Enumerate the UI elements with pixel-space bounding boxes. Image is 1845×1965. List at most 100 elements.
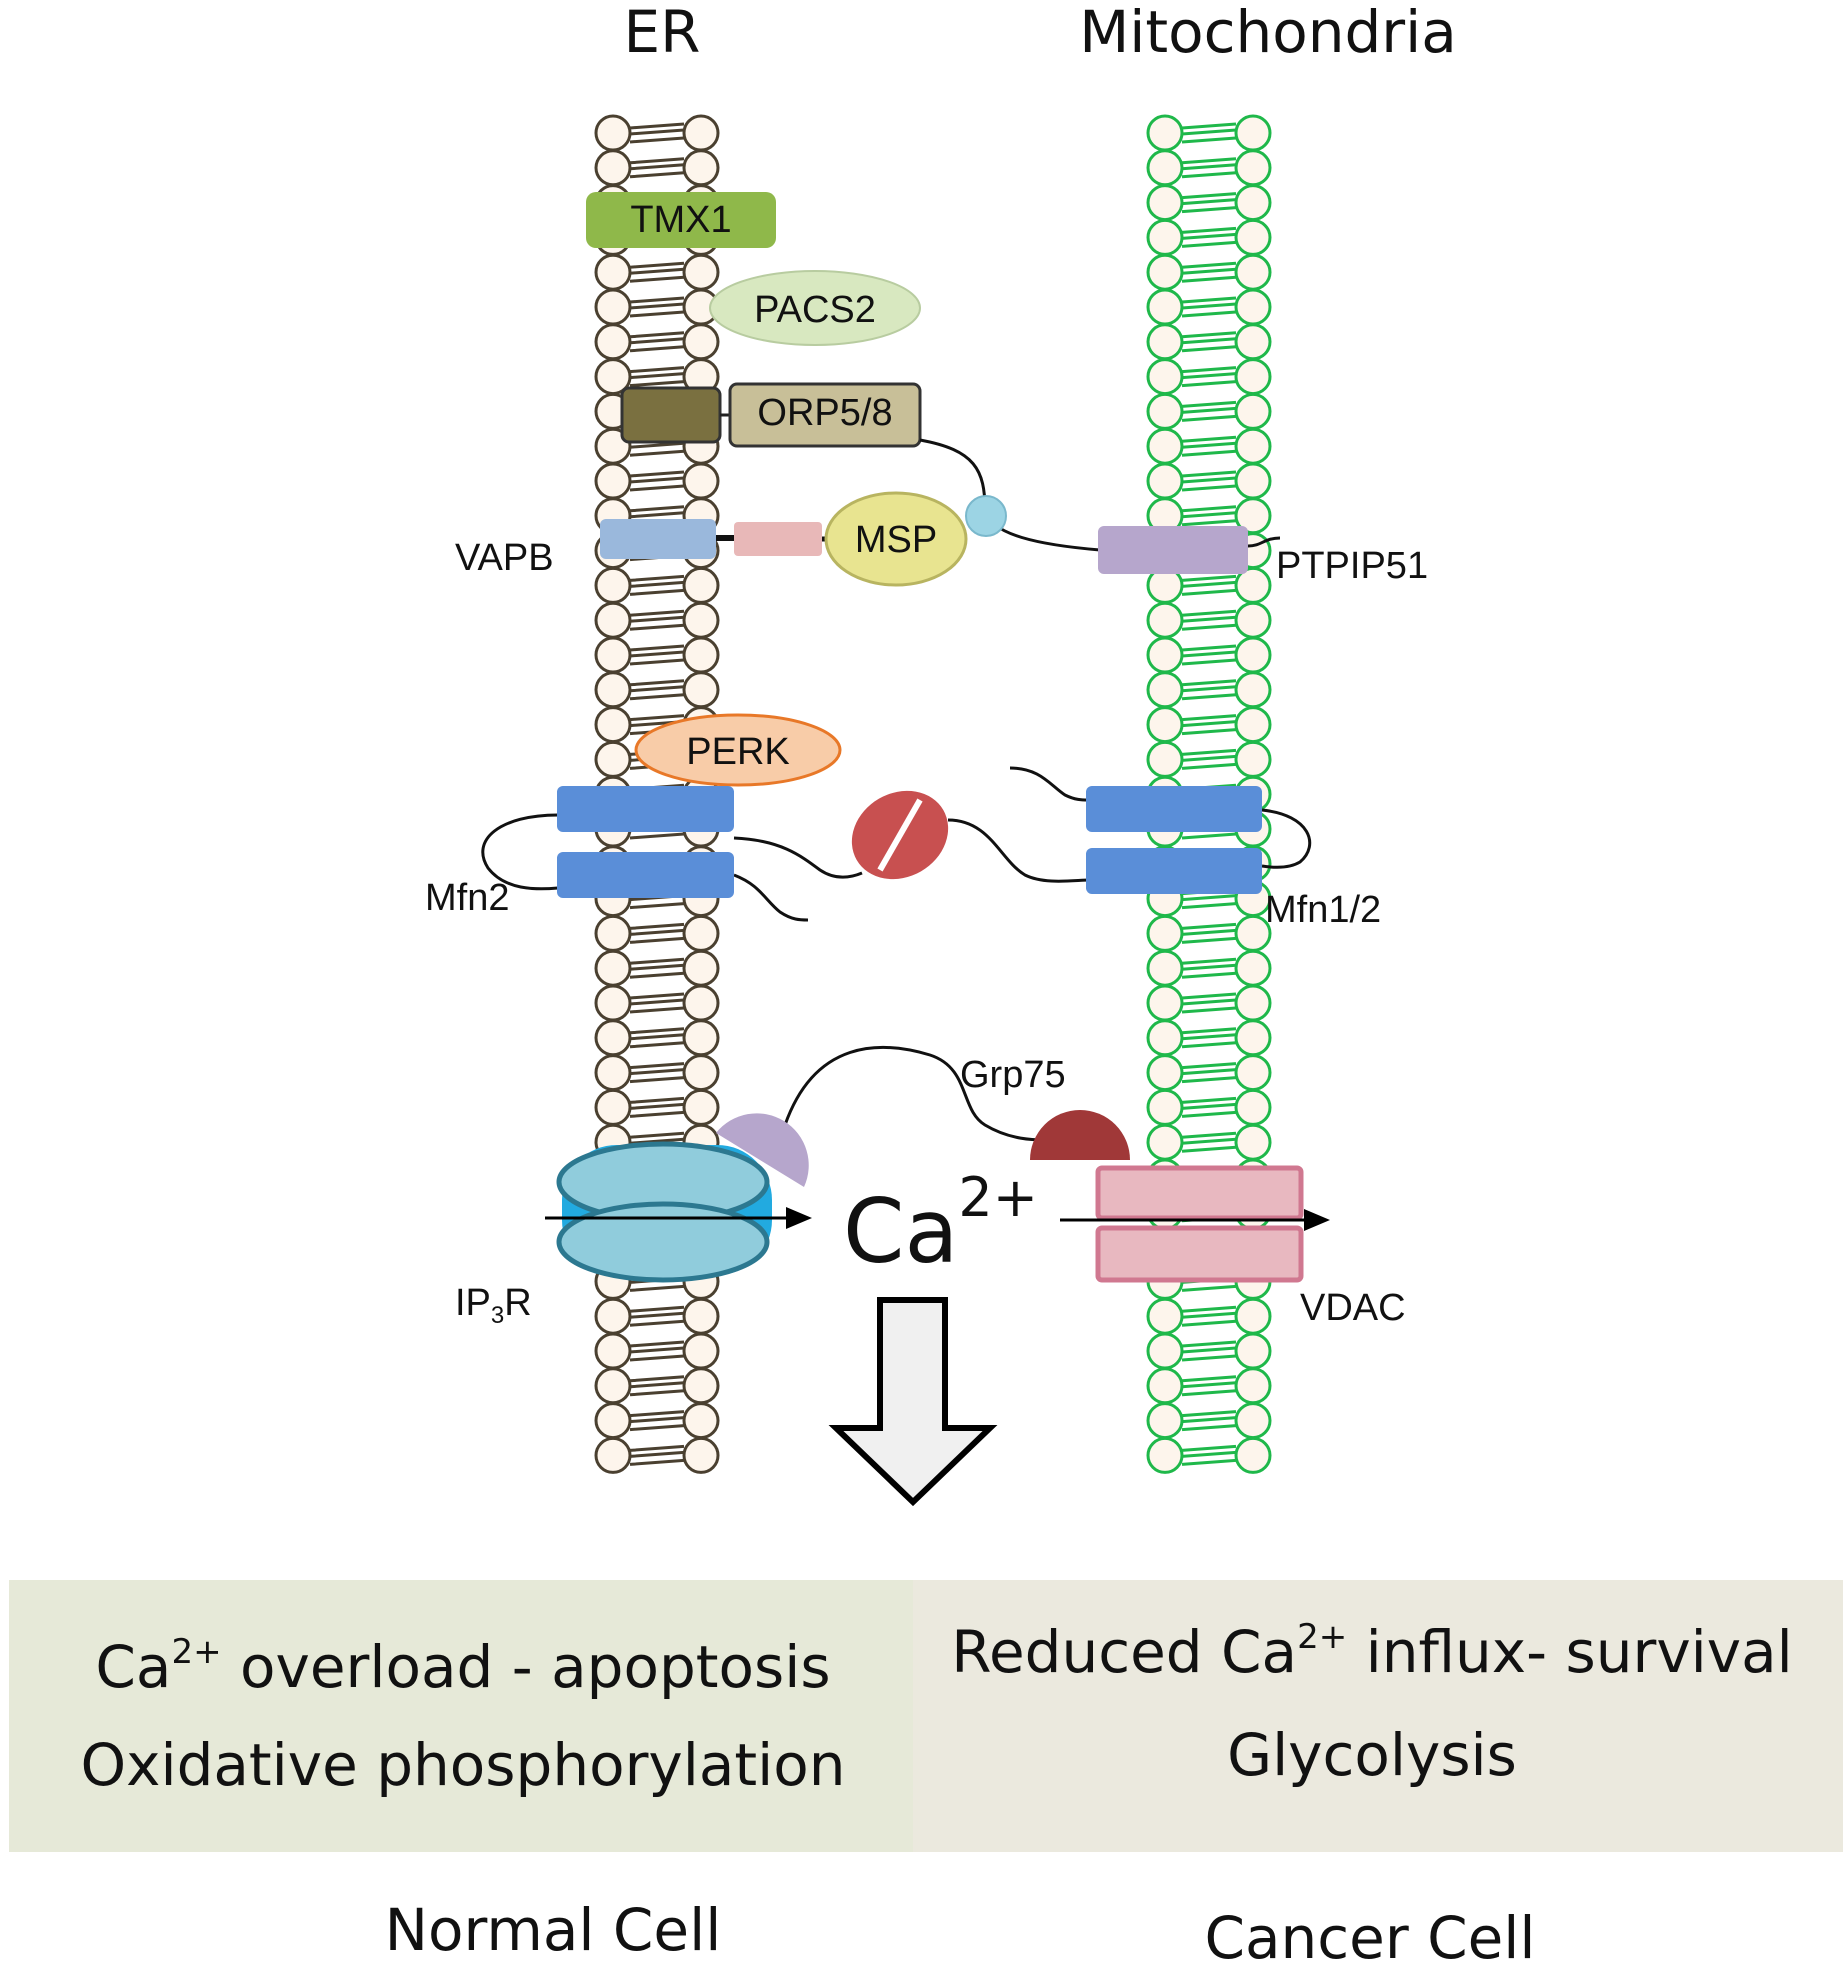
lipid-head bbox=[682, 601, 720, 639]
lipid-head bbox=[594, 114, 632, 152]
lipid-head bbox=[1146, 706, 1184, 744]
lipid-head bbox=[682, 462, 720, 500]
lipid-tails bbox=[629, 470, 685, 492]
lipid-tails bbox=[629, 296, 685, 318]
lipid-head bbox=[1234, 636, 1272, 674]
lipid-tails bbox=[629, 122, 685, 144]
lipid-head bbox=[1234, 671, 1272, 709]
lipid-head bbox=[1146, 636, 1184, 674]
lipid-tails bbox=[1181, 122, 1237, 144]
lipid-head bbox=[594, 253, 632, 291]
lipid-tails bbox=[1181, 1096, 1237, 1118]
lipid-head bbox=[682, 1402, 720, 1440]
lipid-head bbox=[1146, 1054, 1184, 1092]
lipid-head bbox=[1146, 323, 1184, 361]
lipid-head bbox=[682, 253, 720, 291]
msp-label: MSP bbox=[855, 519, 937, 561]
lipid-tails bbox=[629, 922, 685, 944]
lipid-tails bbox=[629, 1340, 685, 1362]
lipid-head bbox=[1234, 949, 1272, 987]
lipid-tails bbox=[1181, 157, 1237, 179]
lipid-tails bbox=[1181, 400, 1237, 422]
lipid-head bbox=[1234, 706, 1272, 744]
lipid-head bbox=[594, 740, 632, 778]
tmx1-protein: TMX1 bbox=[586, 192, 776, 248]
lipid-head bbox=[1146, 253, 1184, 291]
lipid-tails bbox=[1181, 714, 1237, 736]
lipid-head bbox=[1234, 427, 1272, 465]
lipid-tails bbox=[1181, 957, 1237, 979]
lipid-tails bbox=[629, 644, 685, 666]
lipid-head bbox=[594, 462, 632, 500]
lipid-head bbox=[1146, 218, 1184, 256]
grp75-right-half bbox=[1030, 1110, 1130, 1160]
lipid-head bbox=[1234, 1019, 1272, 1057]
lipid-head bbox=[1234, 740, 1272, 778]
cancer-cell-label: Cancer Cell bbox=[1204, 1904, 1535, 1965]
lipid-head bbox=[1146, 914, 1184, 952]
mfn2-protein bbox=[481, 786, 863, 922]
lipid-head bbox=[1234, 462, 1272, 500]
lipid-head bbox=[682, 1367, 720, 1405]
lipid-head bbox=[594, 601, 632, 639]
lipid-head bbox=[1146, 1436, 1184, 1474]
lipid-head bbox=[1234, 601, 1272, 639]
lipid-tails bbox=[629, 366, 685, 388]
orp5-8-label: ORP5/8 bbox=[757, 392, 892, 434]
lipid-head bbox=[594, 1402, 632, 1440]
ip3r-label: IP3R bbox=[455, 1282, 532, 1329]
lipid-head bbox=[1234, 1297, 1272, 1335]
grp75-tether bbox=[783, 1046, 1046, 1142]
lipid-tails bbox=[1181, 748, 1237, 770]
lipid-head bbox=[1146, 671, 1184, 709]
ip3r-channel bbox=[556, 1141, 772, 1283]
lipid-tails bbox=[1181, 679, 1237, 701]
cancer-cell-outcome-panel bbox=[913, 1580, 1843, 1852]
lipid-head bbox=[594, 1436, 632, 1474]
lipid-head bbox=[1146, 427, 1184, 465]
lipid-head bbox=[1234, 218, 1272, 256]
vdac-channel bbox=[1095, 1165, 1304, 1283]
normal-outcome-line1: Ca2+ overload - apoptosis bbox=[95, 1632, 830, 1701]
lipid-head bbox=[1146, 184, 1184, 222]
lipid-head bbox=[594, 288, 632, 326]
lipid-head bbox=[1234, 184, 1272, 222]
lipid-head bbox=[1146, 949, 1184, 987]
lipid-head bbox=[682, 1436, 720, 1474]
lipid-head bbox=[1146, 462, 1184, 500]
mfn1-2-protein bbox=[1009, 766, 1312, 894]
lipid-tails bbox=[629, 957, 685, 979]
lipid-head bbox=[1146, 114, 1184, 152]
lipid-head bbox=[1146, 288, 1184, 326]
lipid-head bbox=[1234, 1367, 1272, 1405]
lipid-tails bbox=[1181, 1131, 1237, 1153]
lipid-head bbox=[682, 1332, 720, 1370]
lipid-head bbox=[594, 914, 632, 952]
lipid-tails bbox=[1181, 1340, 1237, 1362]
lipid-head bbox=[594, 1019, 632, 1057]
lipid-head bbox=[1234, 1436, 1272, 1474]
lipid-head bbox=[1146, 1402, 1184, 1440]
lipid-head bbox=[1146, 601, 1184, 639]
lipid-head bbox=[594, 323, 632, 361]
msp-domain bbox=[824, 491, 968, 587]
lipid-head bbox=[1146, 1367, 1184, 1405]
perk-protein: PERK bbox=[634, 713, 842, 787]
normal-outcome-line2: Oxidative phosphorylation bbox=[80, 1731, 845, 1799]
lipid-head bbox=[594, 1054, 632, 1092]
lipid-tails bbox=[1181, 1444, 1237, 1466]
lipid-head bbox=[594, 1297, 632, 1335]
lipid-head bbox=[1234, 114, 1272, 152]
lipid-head bbox=[682, 566, 720, 604]
lipid-head bbox=[1234, 149, 1272, 187]
lipid-tails bbox=[629, 1410, 685, 1432]
lipid-tails bbox=[1181, 1410, 1237, 1432]
lipid-tails bbox=[629, 992, 685, 1014]
lipid-head bbox=[1234, 1402, 1272, 1440]
lipid-head bbox=[1146, 358, 1184, 396]
lipid-head bbox=[1146, 740, 1184, 778]
lipid-head bbox=[682, 914, 720, 952]
orp5-8-protein: ORP5/8 bbox=[620, 382, 922, 448]
lipid-tails bbox=[1181, 226, 1237, 248]
lipid-head bbox=[1234, 253, 1272, 291]
